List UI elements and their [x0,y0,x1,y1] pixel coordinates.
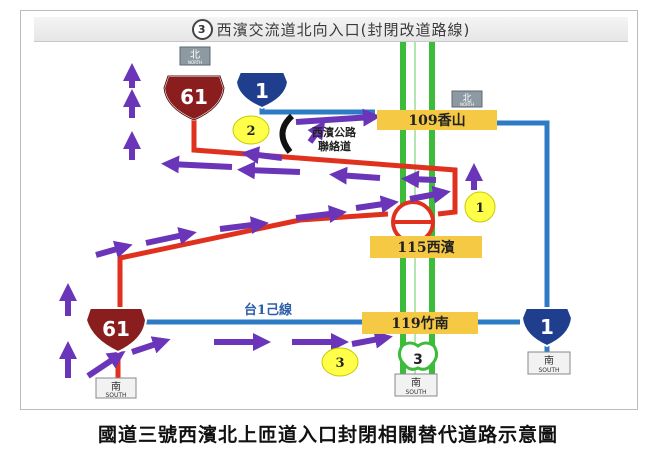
svg-text:2: 2 [246,124,255,139]
freeway-3-shield: 3 [397,341,439,371]
north-sign-top-left: 北 NORTH [179,46,211,66]
svg-text:119竹南: 119竹南 [391,315,448,332]
detour-arrows [59,63,483,379]
connector-road-label-line2: 聯絡道 [318,139,351,153]
svg-text:北: 北 [190,49,200,61]
svg-text:109香山: 109香山 [408,112,465,129]
north-sign-top-right: 北 NORTH [451,90,483,108]
svg-text:南: 南 [111,380,121,393]
svg-text:SOUTH: SOUTH [538,367,559,374]
svg-text:115西濱: 115西濱 [397,239,454,256]
interchange-label-xibin: 115西濱 [370,236,482,258]
svg-text:3: 3 [335,356,344,371]
route-61-shield-bottom: 61 [84,307,148,354]
svg-text:1: 1 [255,79,269,103]
svg-text:NORTH: NORTH [188,60,202,65]
svg-text:南: 南 [411,376,421,389]
route-1-shield-top: 1 [234,71,290,110]
svg-text:NORTH: NORTH [460,102,474,107]
route-marker-1: 1 [464,191,496,223]
svg-text:3: 3 [413,352,423,368]
svg-text:SOUTH: SOUTH [405,389,426,396]
svg-text:SOUTH: SOUTH [105,392,126,399]
map-title: 西濱交流道北向入口(封閉改道路線) [216,20,471,39]
south-sign-bottom-left: 南 SOUTH [95,377,137,399]
route-61-shield-top: 61 [162,75,226,122]
tai1ji-label: 台1己線 [244,302,293,318]
map-caption: 國道三號西濱北上匝道入口封閉相關替代道路示意圖 [97,424,558,446]
map-title-banner: 3 西濱交流道北向入口(封閉改道路線) [34,17,628,42]
route-marker-3: 3 [321,347,359,377]
south-sign-bottom-mid: 南 SOUTH [394,373,438,397]
route-marker-2: 2 [232,115,270,145]
freeway-3-icon: 3 [191,18,213,40]
svg-text:61: 61 [180,85,208,109]
svg-text:1: 1 [475,201,484,216]
svg-text:1: 1 [540,315,554,339]
svg-text:61: 61 [102,317,130,341]
connector-road-label-line1: 西濱公路 [312,125,357,139]
interchange-label-xiangshan: 109香山 [377,110,497,130]
svg-text:南: 南 [544,354,554,367]
route-1-shield-bottom: 1 [520,307,574,348]
connector-road [279,113,295,154]
south-sign-bottom-right: 南 SOUTH [527,351,571,375]
interchange-label-zhunan: 119竹南 [362,312,478,334]
svg-text:北: 北 [462,93,471,104]
